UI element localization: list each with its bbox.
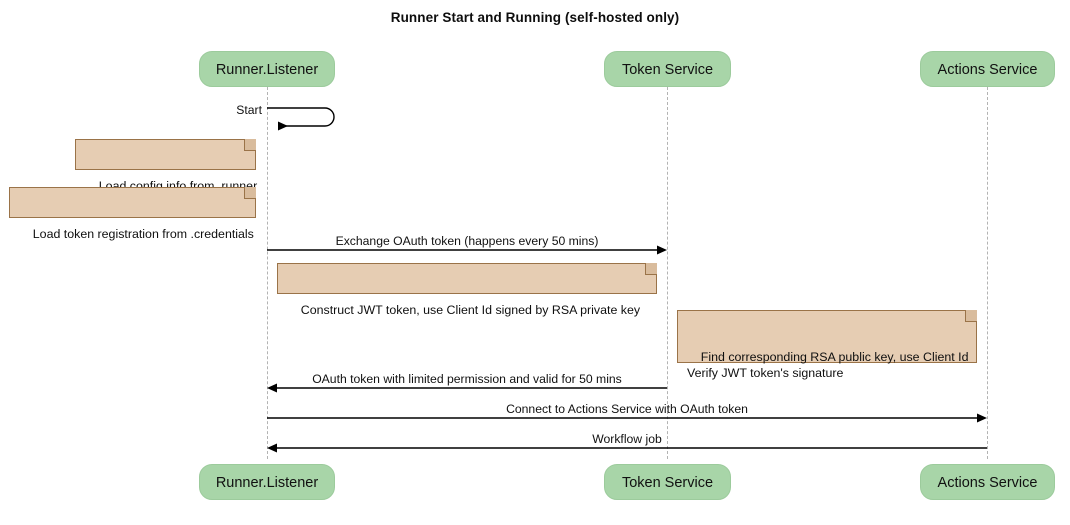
lifeline-actions (987, 87, 988, 459)
note-fold-corner-icon (244, 187, 256, 199)
note-fold-corner-icon (965, 310, 977, 322)
message-label-start-text: Start (236, 103, 262, 117)
note-find-rsa-public-key-text: Find corresponding RSA public key, use C… (687, 350, 969, 380)
message-label-connect-actions-service-text: Connect to Actions Service with OAuth to… (506, 402, 748, 416)
participant-actions-bottom[interactable]: Actions Service (920, 464, 1055, 500)
note-fold-corner-icon (244, 139, 256, 151)
participant-actions-bottom-label: Actions Service (937, 475, 1038, 491)
note-find-rsa-public-key: Find corresponding RSA public key, use C… (677, 310, 977, 380)
message-label-oauth-token-response-text: OAuth token with limited permission and … (312, 372, 622, 386)
lifeline-token (667, 87, 668, 459)
note-load-config-info: Load config info from .runner (75, 139, 257, 193)
participant-runner-top[interactable]: Runner.Listener (199, 51, 335, 87)
participant-runner-bottom[interactable]: Runner.Listener (199, 464, 335, 500)
lifeline-runner (267, 87, 268, 459)
note-fold-corner-icon (645, 263, 657, 275)
message-label-exchange-oauth-token-text: Exchange OAuth token (happens every 50 m… (335, 234, 599, 248)
note-construct-jwt-token-text: Construct JWT token, use Client Id signe… (300, 303, 641, 317)
participant-token-bottom[interactable]: Token Service (604, 464, 731, 500)
message-label-workflow-job-text: Workflow job (592, 432, 662, 446)
note-load-token-registration-text: Load token registration from .credential… (32, 227, 254, 241)
participant-actions-top[interactable]: Actions Service (920, 51, 1055, 87)
diagram-title: Runner Start and Running (self-hosted on… (390, 10, 680, 25)
message-label-workflow-job: Workflow job (567, 432, 687, 446)
message-label-connect-actions-service: Connect to Actions Service with OAuth to… (267, 402, 987, 416)
participant-actions-top-label: Actions Service (937, 62, 1038, 78)
participant-token-bottom-label: Token Service (621, 475, 714, 491)
participant-runner-bottom-label: Runner.Listener (215, 475, 319, 491)
participant-token-top[interactable]: Token Service (604, 51, 731, 87)
message-arrow-start (267, 107, 335, 131)
participant-runner-top-label: Runner.Listener (215, 62, 319, 78)
message-label-start: Start (167, 103, 262, 117)
note-load-token-registration: Load token registration from .credential… (9, 187, 256, 241)
message-label-exchange-oauth-token: Exchange OAuth token (happens every 50 m… (267, 234, 667, 248)
note-construct-jwt-token: Construct JWT token, use Client Id signe… (277, 263, 657, 317)
participant-token-top-label: Token Service (621, 62, 714, 78)
message-label-oauth-token-response: OAuth token with limited permission and … (267, 372, 667, 386)
